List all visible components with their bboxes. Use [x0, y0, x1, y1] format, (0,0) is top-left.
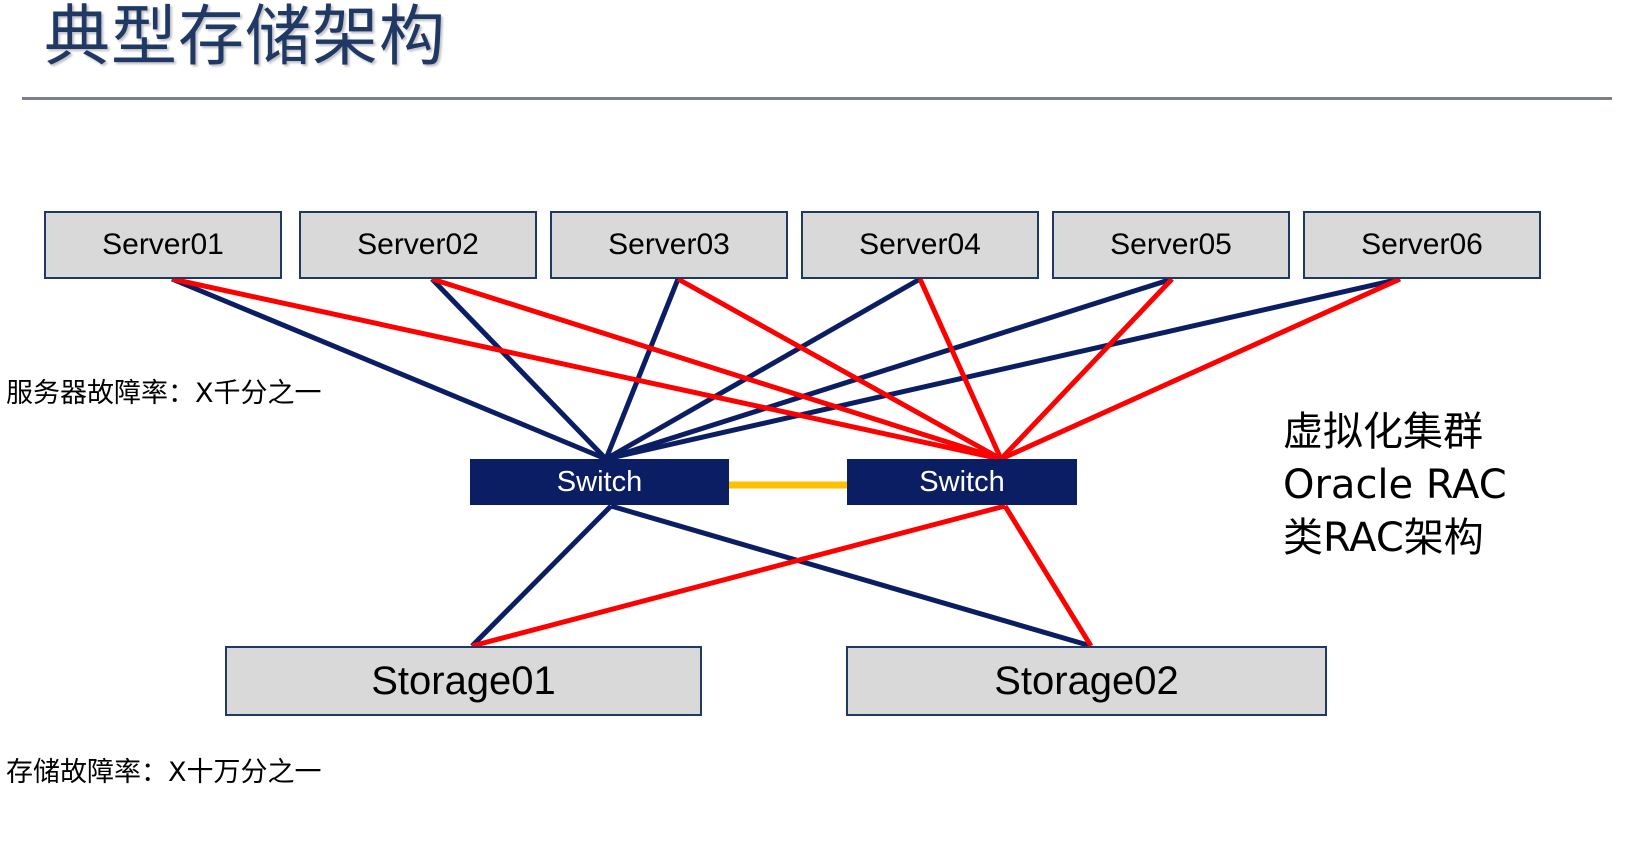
- link-server2-switch1: [430, 277, 608, 461]
- cluster-note-line-2: Oracle RAC: [1283, 461, 1507, 508]
- storage-node-1[interactable]: Storage01: [225, 646, 702, 716]
- link-switch2-storage2: [1002, 504, 1094, 648]
- switch-node-1[interactable]: Switch: [470, 459, 729, 505]
- server-node-label: Server02: [357, 228, 479, 261]
- storage-node-2[interactable]: Storage02: [846, 646, 1327, 716]
- server-node-1[interactable]: Server01: [44, 211, 282, 279]
- page-title: 典型存储架构: [44, 0, 446, 75]
- server-node-label: Server01: [102, 228, 224, 261]
- cluster-note-line-1: 虚拟化集群: [1283, 409, 1483, 455]
- switch-node-label: Switch: [919, 465, 1005, 498]
- server-node-3[interactable]: Server03: [550, 211, 788, 279]
- note-server-failure-rate: 服务器故障率：X千分之一: [6, 378, 322, 409]
- navy-links: [171, 276, 1401, 649]
- cluster-note-line-3: 类RAC架构: [1283, 514, 1484, 561]
- link-server3-switch1: [603, 278, 681, 460]
- link-server4-switch1: [604, 276, 922, 462]
- switch-node-label: Switch: [556, 465, 643, 498]
- link-switch2-storage1: [471, 503, 1006, 649]
- server-node-label: Server06: [1361, 228, 1483, 261]
- link-server5-switch2: [999, 277, 1174, 461]
- link-server4-switch2: [917, 277, 1004, 461]
- link-server1-switch2: [171, 276, 1002, 462]
- server-node-4[interactable]: Server04: [801, 211, 1039, 279]
- link-server2-switch2: [431, 276, 1002, 462]
- server-node-label: Server03: [608, 228, 730, 261]
- server-node-label: Server04: [859, 228, 981, 261]
- red-links: [171, 276, 1402, 649]
- title-divider: [22, 97, 1612, 100]
- link-switch1-storage2: [610, 503, 1092, 649]
- link-server5-switch1: [605, 276, 1173, 462]
- storage-node-label: Storage01: [371, 658, 556, 703]
- server-node-5[interactable]: Server05: [1052, 211, 1290, 279]
- link-server6-switch1: [605, 276, 1401, 462]
- server-node-2[interactable]: Server02: [299, 211, 537, 279]
- note-cluster-types: 虚拟化集群 Oracle RAC 类RAC架构: [1283, 406, 1507, 564]
- note-storage-failure-rate: 存储故障率：X十万分之一: [6, 757, 322, 788]
- link-server3-switch2: [676, 276, 1003, 462]
- storage-node-label: Storage02: [994, 658, 1179, 703]
- link-server1-switch1: [171, 276, 607, 462]
- link-switch1-storage1: [470, 504, 613, 648]
- server-node-6[interactable]: Server06: [1303, 211, 1541, 279]
- switch-node-2[interactable]: Switch: [847, 459, 1077, 505]
- server-node-label: Server05: [1110, 228, 1232, 261]
